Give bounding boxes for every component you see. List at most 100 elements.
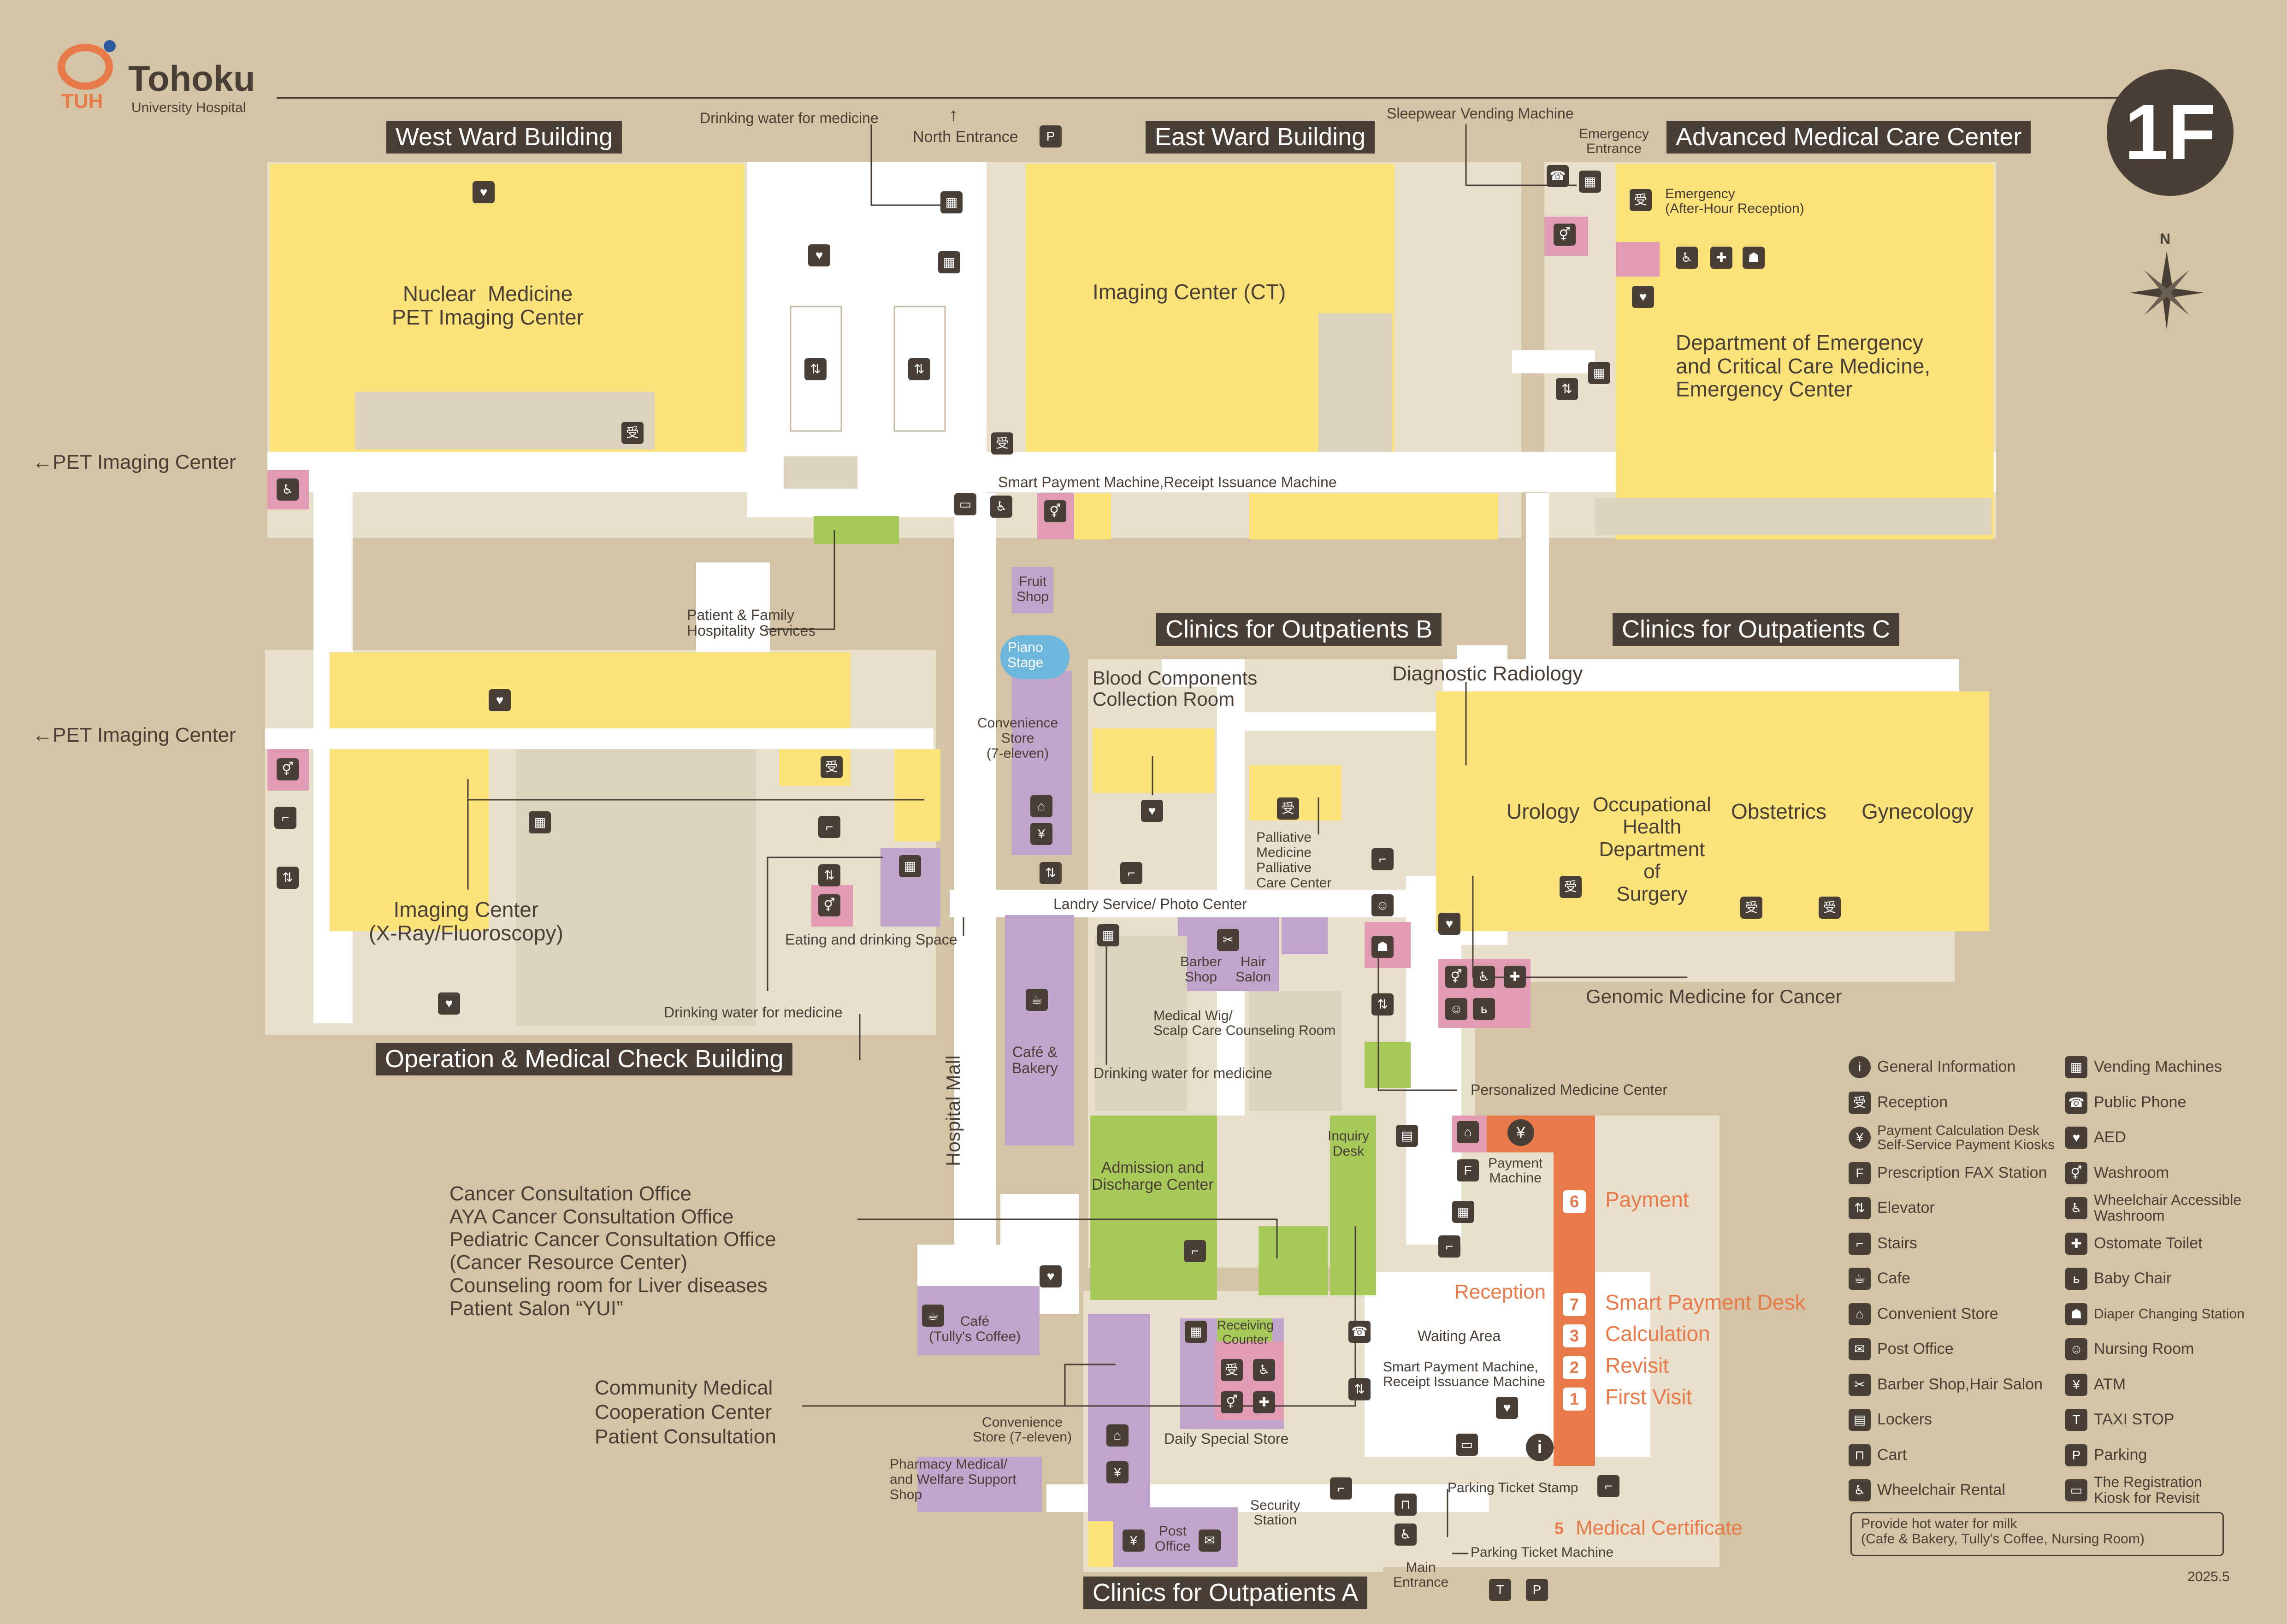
legend-diaper-label: Diaper Changing Station xyxy=(2094,1306,2245,1322)
nursing-room-icon: ☺ xyxy=(1371,894,1394,916)
legend-nursing-room: ☺ Nursing Room xyxy=(2065,1335,2194,1363)
aed-icon: ♥ xyxy=(2065,1127,2087,1149)
sleepwear-vending-label: Sleepwear Vending Machine xyxy=(1387,105,1574,122)
admission-discharge-room: Admission and Discharge Center xyxy=(1092,1159,1214,1194)
cafe-icon: ☕ xyxy=(922,1305,944,1327)
step-1-label: First Visit xyxy=(1605,1385,1692,1409)
aed-icon: ♥ xyxy=(1040,1265,1062,1287)
taxi-icon: T xyxy=(1489,1579,1511,1601)
diaper-icon: ☗ xyxy=(2065,1303,2087,1325)
drinking-water-top-label: Drinking water for medicine xyxy=(700,110,879,126)
legend-cart: ⊓Cart xyxy=(1849,1441,1907,1469)
legend-convenience: ⌂Convenient Store xyxy=(1849,1300,1998,1328)
legend-accessible-washroom-label: Wheelchair Accessible Washroom xyxy=(2094,1192,2242,1224)
info-icon: i xyxy=(1849,1056,1871,1078)
elevator-icon: ⇅ xyxy=(277,867,299,889)
compass-star-icon xyxy=(2130,251,2204,330)
pet-imaging-link-1[interactable]: ←PET Imaging Center xyxy=(32,451,236,473)
step-7-label: Smart Payment Desk xyxy=(1605,1290,1806,1314)
post-office-icon: ✉ xyxy=(1199,1530,1221,1552)
accessible-washroom-icon: ♿ xyxy=(1253,1359,1275,1381)
lockers-icon: ▤ xyxy=(1396,1125,1418,1147)
legend-washroom: ⚥Washroom xyxy=(2065,1159,2169,1187)
map-date: 2025.5 xyxy=(2187,1569,2230,1584)
legend-parking-label: Parking xyxy=(2094,1446,2147,1464)
nursing-room-icon: ☺ xyxy=(2065,1338,2087,1360)
vending-icon: ▦ xyxy=(2065,1056,2087,1078)
aed-icon: ♥ xyxy=(1438,913,1460,935)
washroom-icon: ⚥ xyxy=(1221,1391,1243,1413)
receiving-counter: Receiving Counter xyxy=(1217,1318,1274,1346)
atm-icon: ¥ xyxy=(1030,823,1052,845)
reception-icon: 受 xyxy=(1560,876,1582,898)
ostomate-icon: ✚ xyxy=(1253,1391,1275,1413)
drinking-water-mid-label: Drinking water for medicine xyxy=(1093,1065,1272,1081)
legend-fax-label: Prescription FAX Station xyxy=(1877,1164,2047,1182)
legend-lockers-label: Lockers xyxy=(1877,1411,1932,1429)
outpatients-b-heading: Clinics for Outpatients B xyxy=(1156,613,1442,646)
aed-icon: ♥ xyxy=(1141,800,1163,822)
fax-icon: F xyxy=(1849,1162,1871,1184)
aed-icon: ♥ xyxy=(1632,286,1654,308)
step-1-badge: 1 xyxy=(1563,1388,1586,1411)
post-office-room: Post Office xyxy=(1155,1524,1191,1554)
parking-icon: P xyxy=(1526,1579,1548,1601)
step-6-label: Payment xyxy=(1605,1187,1689,1211)
floor-badge: 1F xyxy=(2107,69,2234,196)
legend-barber: ✂Barber Shop,Hair Salon xyxy=(1849,1371,2043,1399)
legend-nursing-room-label: Nursing Room xyxy=(2094,1340,2194,1358)
diaper-icon: ☗ xyxy=(1371,936,1394,958)
convenience-store-icon: ⌂ xyxy=(1030,795,1052,817)
obstetrics-room: Obstetrics xyxy=(1731,799,1827,823)
accessible-washroom-icon: ♿ xyxy=(2065,1197,2087,1219)
tullys-cafe-room: Café (Tully's Coffee) xyxy=(929,1314,1021,1344)
legend-washroom-label: Washroom xyxy=(2094,1164,2169,1182)
landry-label: Landry Service/ Photo Center xyxy=(1053,896,1247,912)
north-entrance-text: North Entrance xyxy=(913,128,1018,146)
daily-store-label: Daily Special Store xyxy=(1164,1430,1289,1447)
atm-icon: ¥ xyxy=(2065,1374,2087,1396)
stairs-icon: ⌐ xyxy=(1330,1477,1352,1500)
legend-atm: ¥ATM xyxy=(2065,1371,2126,1399)
atm-icon: ¥ xyxy=(1123,1530,1145,1552)
info-icon: i xyxy=(1526,1434,1554,1461)
legend-cafe-label: Cafe xyxy=(1877,1270,1910,1287)
reception-label: Reception xyxy=(1454,1281,1546,1303)
reception-icon: 受 xyxy=(621,422,644,444)
vending-icon: ▦ xyxy=(899,855,921,877)
step-7-badge: 7 xyxy=(1563,1293,1586,1316)
security-station-label: Security Station xyxy=(1250,1498,1300,1528)
smart-payment-low-label: Smart Payment Machine, Receipt Issuance … xyxy=(1383,1359,1545,1389)
payment-icon: ¥ xyxy=(1849,1127,1871,1149)
convenience-store-mall: Convenience Store (7-eleven) xyxy=(977,715,1058,761)
outpatients-c-heading: Clinics for Outpatients C xyxy=(1613,613,1900,646)
personalized-medicine-label: Personalized Medicine Center xyxy=(1471,1081,1667,1098)
reception-icon: 受 xyxy=(1740,897,1762,919)
elevator-icon: ⇅ xyxy=(1556,378,1578,400)
legend-stairs: ⌐Stairs xyxy=(1849,1230,1917,1258)
logo: TUH xyxy=(58,40,122,113)
washroom-icon: ⚥ xyxy=(1044,500,1066,522)
legend-aed-label: AED xyxy=(2094,1128,2126,1146)
legend-payment: ¥Payment Calculation Desk Self-Service P… xyxy=(1849,1123,2055,1152)
legend-phone-label: Public Phone xyxy=(2094,1093,2187,1111)
kiosk-icon: ▭ xyxy=(2065,1479,2087,1501)
vending-icon: ▦ xyxy=(938,251,960,273)
cart-icon: ⊓ xyxy=(1849,1444,1871,1466)
legend-phone: ☎Public Phone xyxy=(2065,1089,2186,1116)
diagnostic-radiology-room: Diagnostic Radiology xyxy=(1392,662,1583,685)
wheelchair-rental-icon: ♿ xyxy=(1395,1524,1417,1546)
pet-imaging-link-2[interactable]: ←PET Imaging Center xyxy=(32,724,236,746)
step-5-label: Medical Certificate xyxy=(1576,1517,1743,1539)
reception-icon: 受 xyxy=(1221,1359,1243,1381)
legend-vending: ▦Vending Machines xyxy=(2065,1053,2222,1081)
legend-aed: ♥ AED xyxy=(2065,1124,2126,1152)
accessible-washroom-icon: ♿ xyxy=(1473,966,1495,988)
cafe-icon: ☕ xyxy=(1026,989,1048,1011)
legend-wheelchair-rental: ♿Wheelchair Rental xyxy=(1849,1476,2005,1504)
baby-chair-icon: ь xyxy=(1473,998,1495,1020)
stairs-icon: ⌐ xyxy=(274,807,296,829)
logo-dot xyxy=(104,40,116,52)
